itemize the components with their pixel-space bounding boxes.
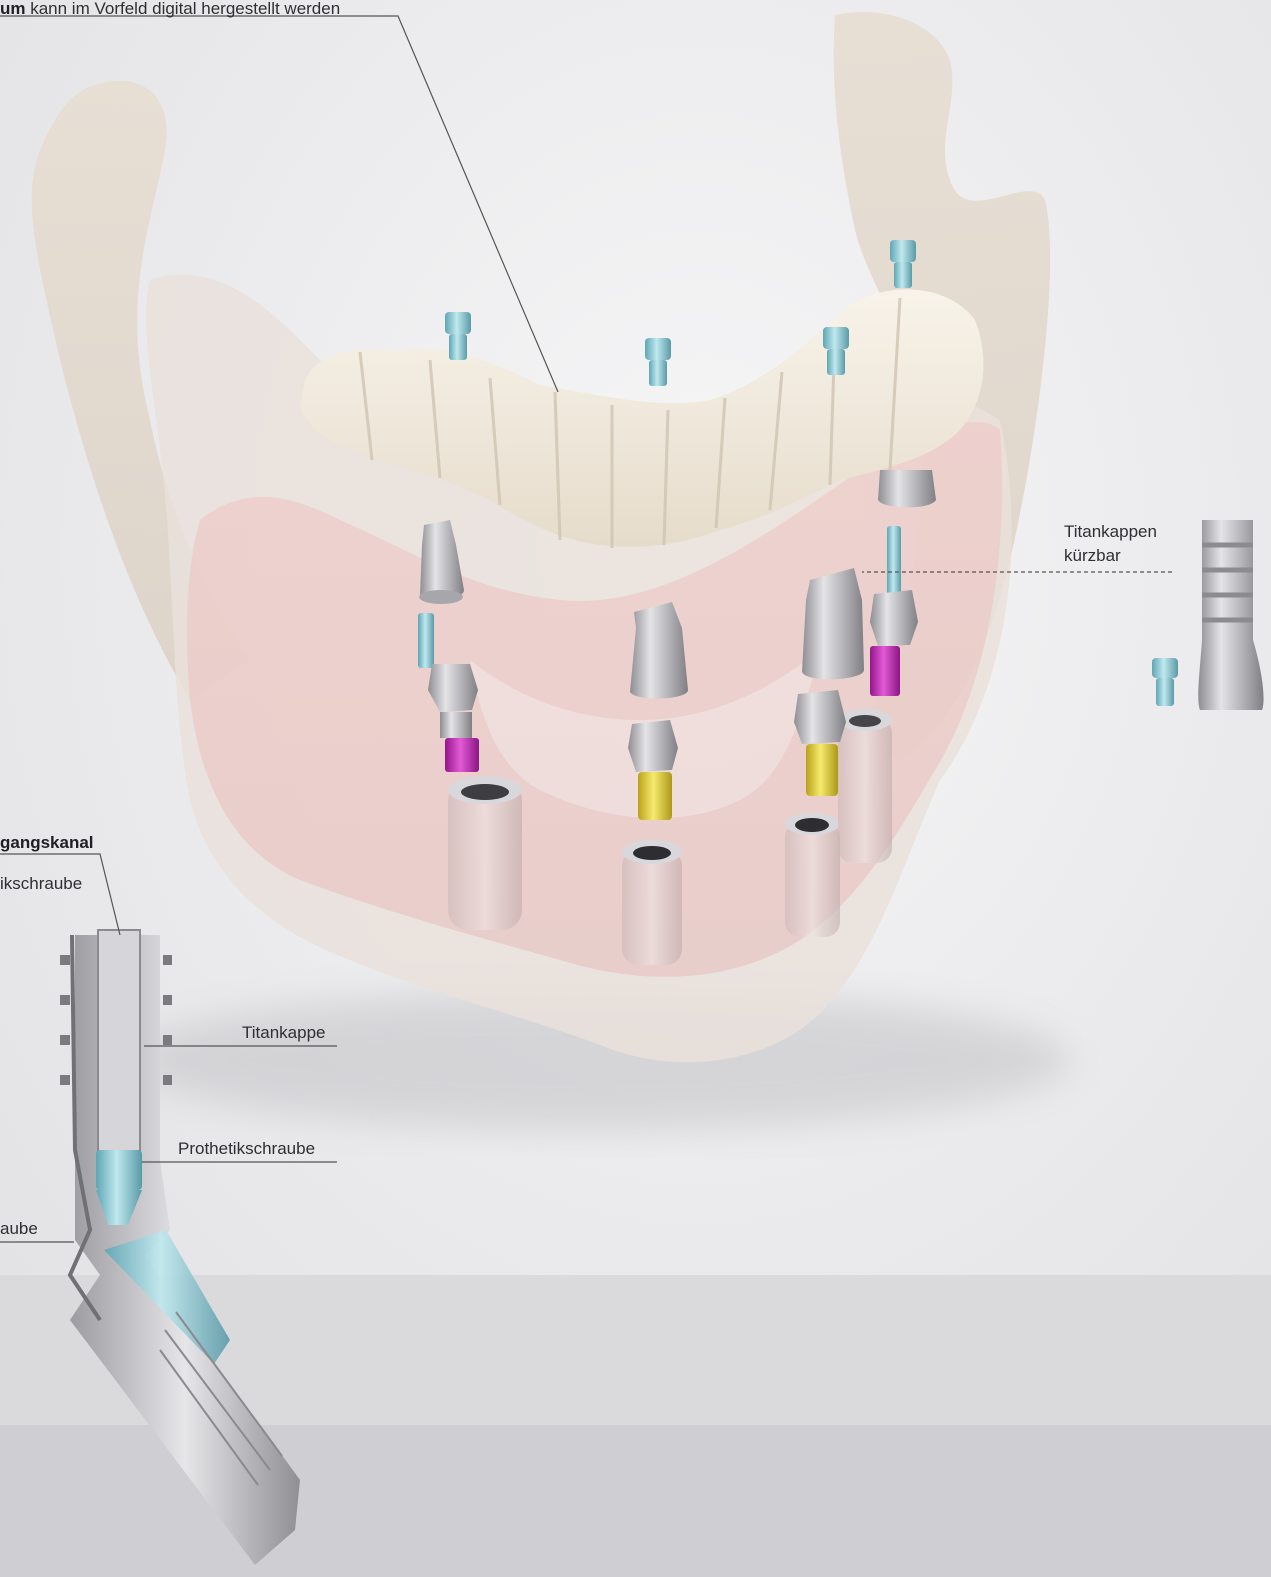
- label-kanal-bold: gangskanal: [0, 833, 94, 852]
- label-titankappen-line1: Titankappen: [1064, 520, 1157, 544]
- implant-ghost-left: [448, 776, 522, 930]
- caption-rest: kann im Vorfeld digital hergestellt werd…: [26, 0, 341, 18]
- caption-bold: um: [0, 0, 26, 18]
- implant-ghost-far-right: [838, 709, 892, 863]
- ti-cap-right-high: [878, 470, 936, 508]
- label-kanal: gangskanal: [0, 832, 94, 854]
- label-kanal-sub: ikschraube: [0, 873, 82, 895]
- caption-digital-fabrication: um kann im Vorfeld digital hergestellt w…: [0, 0, 340, 20]
- label-titankappen: Titankappen kürzbar: [1064, 520, 1157, 568]
- implant-ghost-right: [785, 813, 840, 937]
- label-aube: aube: [0, 1218, 38, 1240]
- abutment-right-cap: [802, 568, 864, 679]
- label-prothetikschraube: Prothetikschraube: [178, 1138, 315, 1160]
- label-titankappe: Titankappe: [242, 1022, 325, 1044]
- implant-ghost-center: [622, 840, 682, 965]
- label-titankappen-line2: kürzbar: [1064, 544, 1157, 568]
